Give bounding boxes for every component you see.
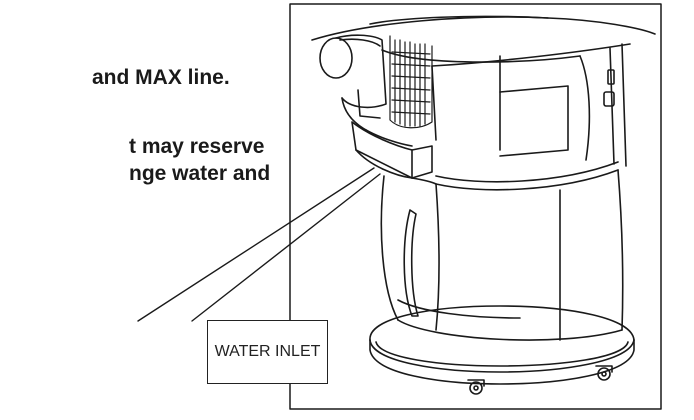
waist-band — [435, 161, 619, 183]
side-handle — [319, 34, 387, 119]
water-inlet-flap — [351, 121, 433, 179]
callout-leader-line-1 — [137, 167, 375, 322]
illustration-frame — [289, 3, 662, 410]
front-panel — [499, 85, 569, 157]
instruction-text-line-1: and MAX line. — [92, 66, 230, 89]
callout-leader-line-2 — [191, 173, 381, 322]
instruction-text-line-2: t may reserve — [129, 135, 265, 158]
water-inlet-label: WATER INLET — [214, 343, 321, 360]
grille — [389, 35, 433, 129]
instruction-text-line-3: nge water and — [129, 162, 271, 185]
wheeled-base — [369, 305, 635, 395]
water-inlet-callout: WATER INLET — [207, 320, 328, 384]
top-cap — [311, 16, 656, 41]
lower-body — [380, 175, 399, 321]
